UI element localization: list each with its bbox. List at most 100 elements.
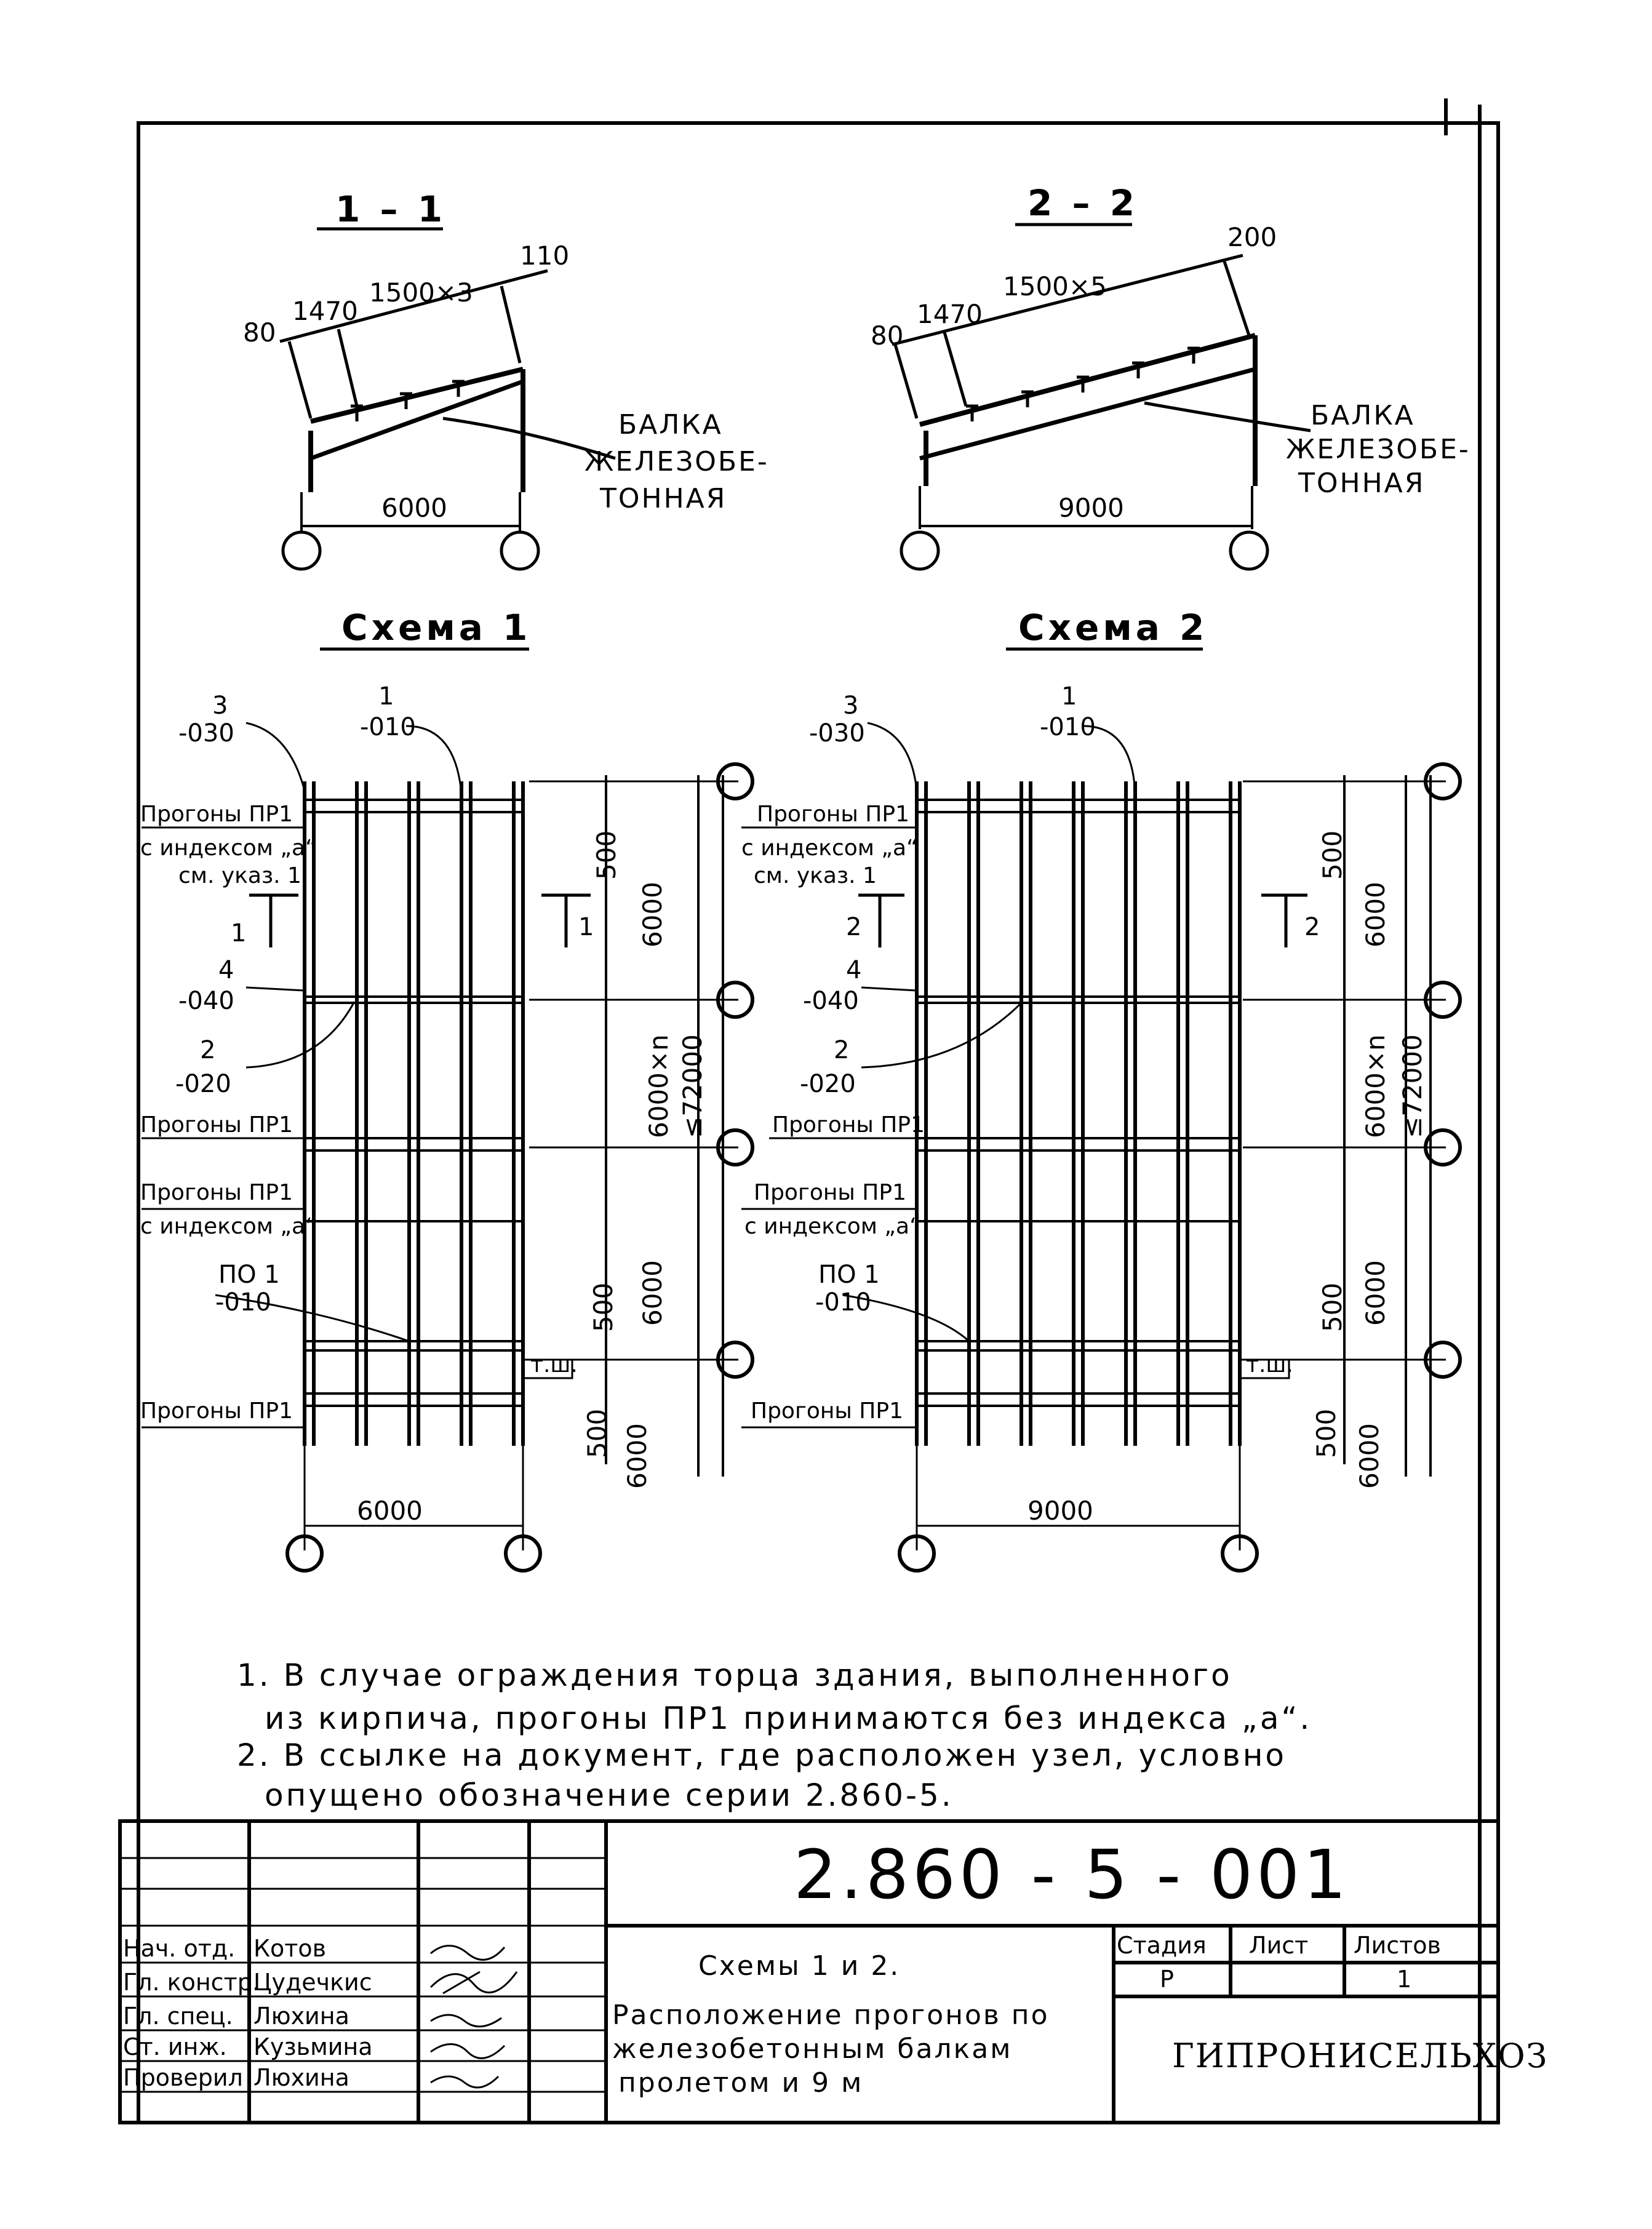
svg-text:≤72000: ≤72000	[677, 1034, 708, 1138]
svg-text:Проверил: Проверил	[123, 2064, 243, 2091]
axis-marker	[1229, 530, 1269, 571]
svg-text:-010: -010	[815, 1288, 871, 1317]
svg-text:Люхина: Люхина	[253, 2003, 349, 2030]
svg-text:Кузьмина: Кузьмина	[253, 2033, 373, 2060]
svg-text:6000: 6000	[637, 1260, 668, 1326]
svg-text:500: 500	[588, 1283, 618, 1332]
svg-text:Гл. констр.: Гл. констр.	[123, 1969, 260, 1996]
svg-text:Гл. спец.: Гл. спец.	[123, 2003, 233, 2030]
notes: 1. В случае ограждения торца здания, вып…	[237, 1657, 1312, 1813]
svg-text:1: 1	[378, 682, 394, 711]
svg-text:1: 1	[578, 913, 594, 941]
scheme-title: Схема 2	[1018, 607, 1208, 648]
svg-text:Ст. инж.: Ст. инж.	[123, 2033, 227, 2060]
section-title: 1 – 1	[335, 188, 446, 230]
svg-text:-020: -020	[800, 1070, 856, 1098]
svg-text:Лист: Лист	[1249, 1932, 1308, 1959]
svg-text:-010: -010	[360, 713, 416, 741]
svg-text:железобетонным балкам: железобетонным балкам	[612, 2033, 1012, 2065]
svg-text:т.ш.: т.ш.	[530, 1352, 578, 1378]
svg-text:200: 200	[1227, 222, 1277, 252]
svg-text:6000×n: 6000×n	[1360, 1034, 1391, 1138]
svg-text:-040: -040	[803, 987, 859, 1015]
svg-text:500: 500	[582, 1409, 612, 1458]
svg-text:Схемы 1 и 2.: Схемы 1 и 2.	[698, 1950, 900, 1982]
note-1-line-2: из кирпича, прогоны ПР1 принимаются без …	[265, 1701, 1312, 1736]
note-1-line-1: 1. В случае ограждения торца здания, вып…	[237, 1657, 1232, 1693]
svg-text:Прогоны ПР1: Прогоны ПР1	[751, 1398, 903, 1424]
scheme-2: Схема 2	[741, 607, 1462, 1573]
svg-text:Прогоны ПР1: Прогоны ПР1	[757, 802, 909, 827]
scheme-1: Схема 1	[140, 607, 754, 1573]
document-code: 2.860 - 5 - 001	[794, 1835, 1350, 1914]
svg-text:Котов: Котов	[253, 1935, 326, 1962]
svg-text:Нач. отд.: Нач. отд.	[123, 1935, 235, 1962]
svg-text:Прогоны ПР1: Прогоны ПР1	[140, 1398, 293, 1424]
svg-text:1: 1	[231, 919, 246, 947]
svg-text:110: 110	[520, 241, 569, 271]
svg-text:см. указ. 1: см. указ. 1	[178, 863, 301, 888]
svg-text:-030: -030	[178, 719, 234, 748]
section-1-1: 1 – 1 80	[243, 188, 769, 571]
svg-text:9000: 9000	[1028, 1496, 1093, 1526]
svg-text:500: 500	[1317, 1283, 1347, 1332]
svg-text:500: 500	[1311, 1409, 1341, 1458]
svg-text:2: 2	[834, 1036, 849, 1064]
svg-text:ПО 1: ПО 1	[818, 1261, 880, 1289]
svg-text:3: 3	[212, 692, 228, 720]
svg-text:1: 1	[1397, 1966, 1411, 1993]
svg-text:Прогоны ПР1: Прогоны ПР1	[754, 1180, 906, 1205]
note-2-line-2: опущено обозначение серии 2.860-5.	[265, 1777, 954, 1813]
svg-text:с индексом „а“: с индексом „а“	[741, 835, 918, 861]
svg-text:т.ш.: т.ш.	[1246, 1352, 1293, 1378]
svg-text:ТОННАЯ: ТОННАЯ	[1298, 468, 1425, 499]
svg-text:6000: 6000	[1360, 1260, 1391, 1326]
svg-text:с индексом „а“: с индексом „а“	[140, 1214, 317, 1239]
svg-text:≤72000: ≤72000	[1397, 1034, 1427, 1138]
svg-text:1470: 1470	[917, 299, 983, 329]
svg-text:1500×5: 1500×5	[1003, 271, 1107, 301]
svg-text:6000: 6000	[637, 882, 668, 947]
svg-text:ЖЕЛЕЗОБЕ-: ЖЕЛЕЗОБЕ-	[585, 446, 769, 477]
svg-text:9000: 9000	[1058, 493, 1124, 523]
svg-text:БАЛКА: БАЛКА	[1311, 400, 1415, 431]
svg-text:80: 80	[243, 317, 276, 348]
svg-text:80: 80	[871, 321, 903, 351]
svg-text:500: 500	[591, 831, 621, 880]
axis-marker	[281, 530, 322, 571]
svg-text:Листов: Листов	[1354, 1932, 1441, 1959]
svg-text:-040: -040	[178, 987, 234, 1015]
svg-text:4: 4	[846, 956, 861, 984]
svg-text:Цудечкис: Цудечкис	[253, 1969, 372, 1996]
svg-text:-020: -020	[175, 1070, 231, 1098]
svg-text:2: 2	[846, 913, 861, 941]
svg-text:пролетом и 9 м: пролетом и 9 м	[618, 2067, 863, 2099]
svg-text:6000: 6000	[1354, 1423, 1384, 1489]
svg-text:ЖЕЛЕЗОБЕ-: ЖЕЛЕЗОБЕ-	[1286, 434, 1470, 465]
svg-text:Люхина: Люхина	[253, 2064, 349, 2091]
axis-marker	[900, 530, 940, 571]
section-title: 2 – 2	[1028, 182, 1138, 224]
svg-text:6000×n: 6000×n	[644, 1034, 674, 1138]
svg-text:1500×3: 1500×3	[369, 277, 473, 308]
svg-text:1: 1	[1061, 682, 1077, 711]
svg-text:2: 2	[200, 1036, 215, 1064]
svg-text:-030: -030	[809, 719, 865, 748]
svg-text:Прогоны ПР1: Прогоны ПР1	[772, 1112, 925, 1138]
svg-text:-010: -010	[1040, 713, 1096, 741]
svg-text:6000: 6000	[622, 1423, 652, 1489]
svg-text:500: 500	[1317, 831, 1347, 880]
svg-text:БАЛКА: БАЛКА	[618, 409, 723, 441]
section-2-2: 2 – 2 80 1470 1500×5 200	[871, 182, 1470, 571]
organization: ГИПРОНИСЕЛЬХОЗ	[1172, 2036, 1548, 2075]
svg-text:-010: -010	[215, 1288, 271, 1317]
svg-text:ТОННАЯ: ТОННАЯ	[599, 483, 727, 514]
svg-text:1470: 1470	[292, 296, 358, 326]
svg-text:см. указ. 1: см. указ. 1	[754, 863, 877, 888]
svg-text:Расположение прогонов по: Расположение прогонов по	[612, 2000, 1050, 2031]
svg-text:4: 4	[218, 956, 234, 984]
svg-text:6000: 6000	[357, 1496, 423, 1526]
signatures	[429, 1945, 518, 2089]
svg-text:с индексом „а“: с индексом „а“	[744, 1214, 921, 1239]
